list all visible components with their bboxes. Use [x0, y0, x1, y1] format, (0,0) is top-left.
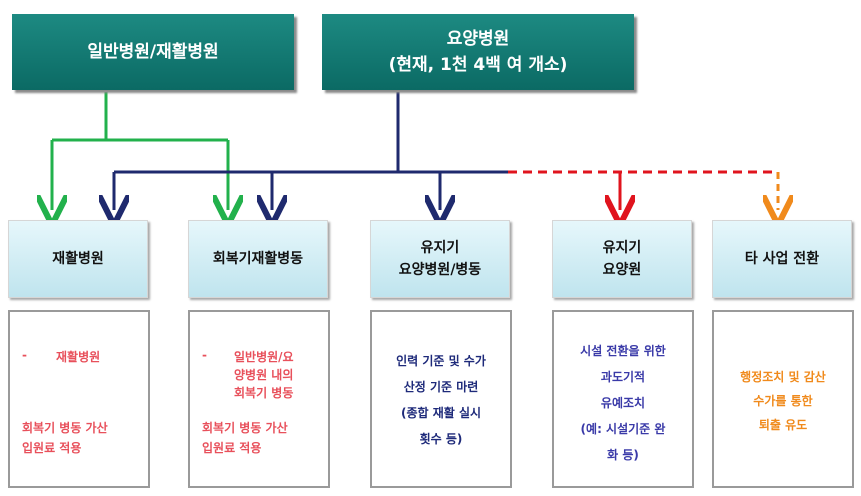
detail-line: 일반병원/요 — [234, 350, 294, 364]
detail-line: (예: 시설기준 완 — [580, 422, 666, 436]
bullet-dash: - — [202, 348, 207, 362]
red-dashed-connector — [508, 170, 778, 210]
detail-line: 재활병원 — [56, 350, 101, 364]
detail-line: 회복기 병동 — [234, 386, 294, 400]
detail-line: 유예조치 — [600, 396, 646, 410]
category-box-maintenance-nursing-home: 유지기 요양원 — [552, 220, 692, 298]
detail-line: 과도기적 — [600, 370, 646, 384]
detail-line: 산정 기준 마련 — [403, 380, 479, 394]
category-box-maintenance-hospital: 유지기 요양병원/병동 — [370, 220, 510, 298]
category-subtitle: 요양병원/병동 — [398, 262, 482, 278]
category-title: 회복기재활병동 — [212, 251, 304, 267]
general-rehab-hospital-box: 일반병원/재활병원 — [12, 14, 294, 90]
category-subtitle: 요양원 — [602, 262, 642, 278]
detail-line: 인력 기준 및 수가 — [396, 354, 486, 368]
category-title: 유지기 — [602, 240, 642, 256]
detail-box-recovery-ward: - 일반병원/요 양병원 내의 회복기 병동 회복기 병동 가산 입원료 적용 — [188, 310, 330, 488]
detail-line: 횟수 등) — [419, 432, 463, 446]
detail-line: 퇴출 유도 — [758, 418, 808, 432]
green-connector — [52, 92, 228, 210]
navy-connector — [114, 92, 508, 210]
category-title: 재활병원 — [52, 251, 104, 267]
category-box-rehab-hospital: 재활병원 — [8, 220, 148, 298]
detail-line: 화 등) — [607, 448, 639, 462]
bullet-dash: - — [22, 348, 27, 362]
detail-box-business-conversion: 행정조치 및 감산 수가를 통한 퇴출 유도 — [712, 310, 854, 488]
category-title: 타 사업 전환 — [744, 251, 820, 267]
nursing-hospital-box: 요양병원 (현재, 1천 4백 여 개소) — [322, 14, 634, 90]
detail-line: 시설 전환을 위한 — [580, 344, 666, 358]
detail-line: 회복기 병동 가산 — [22, 421, 108, 435]
general-rehab-hospital-label: 일반병원/재활병원 — [87, 42, 219, 62]
nursing-hospital-title: 요양병원 — [446, 29, 510, 49]
detail-box-rehab-hospital: - 재활병원 회복기 병동 가산 입원료 적용 — [8, 310, 150, 488]
detail-line: 회복기 병동 가산 — [202, 421, 288, 435]
detail-line: 행정조치 및 감산 — [740, 370, 826, 384]
nursing-hospital-count: (현재, 1천 4백 여 개소) — [388, 55, 568, 75]
detail-line: 수가를 통한 — [753, 394, 813, 408]
detail-line: 양병원 내의 — [234, 368, 294, 382]
detail-box-maintenance-nursing-home: 시설 전환을 위한 과도기적 유예조치 (예: 시설기준 완 화 등) — [552, 310, 694, 488]
detail-line: (종합 재활 실시 — [400, 406, 482, 420]
detail-line: 입원료 적용 — [202, 441, 262, 455]
category-box-business-conversion: 타 사업 전환 — [712, 220, 852, 298]
detail-box-maintenance-hospital: 인력 기준 및 수가 산정 기준 마련 (종합 재활 실시 횟수 등) — [370, 310, 512, 488]
detail-line: 입원료 적용 — [22, 441, 82, 455]
category-box-recovery-ward: 회복기재활병동 — [188, 220, 328, 298]
category-title: 유지기 — [420, 240, 460, 256]
